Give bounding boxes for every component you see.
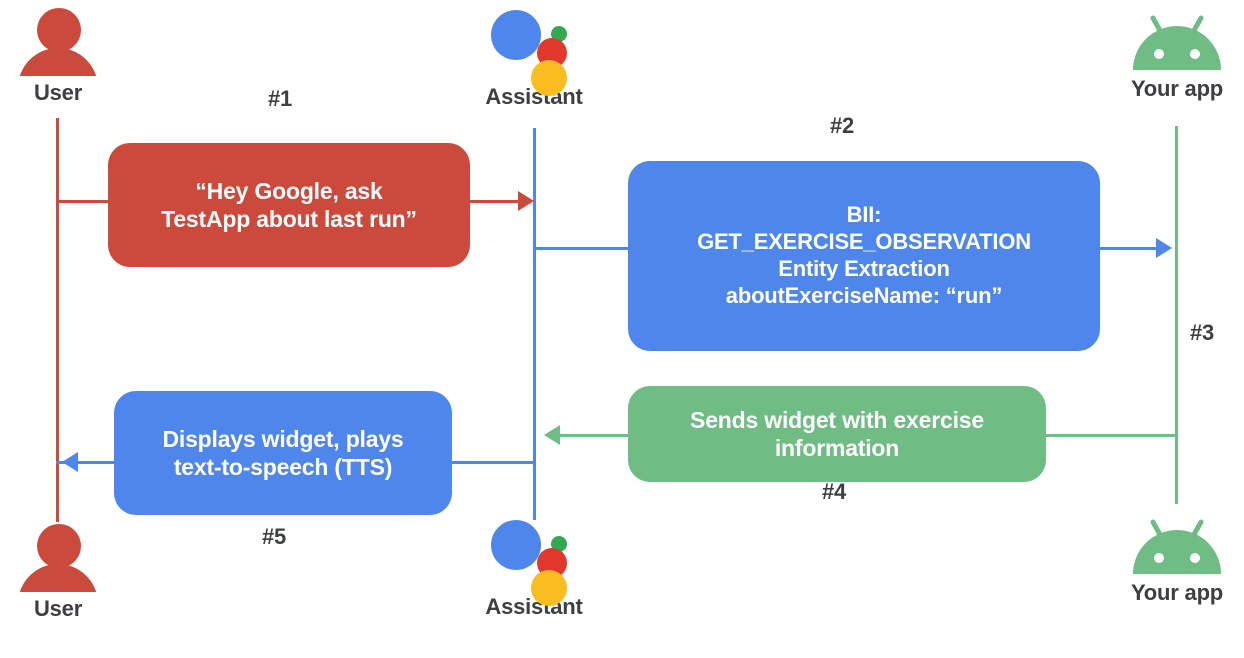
user-icon <box>18 8 98 76</box>
actor-label-user-top: User <box>33 80 83 105</box>
assistant-blue-dot-icon <box>491 10 541 60</box>
connector-step-1-right <box>462 200 524 203</box>
message-line: text-to-speech (TTS) <box>173 454 393 480</box>
lifeline-user <box>56 118 59 522</box>
assistant-yellow-dot-icon <box>531 60 567 96</box>
connector-step-2-left <box>533 247 633 250</box>
assistant-icon <box>491 8 577 96</box>
step-number-3: #3 <box>1190 320 1215 345</box>
actor-label-your-app-bottom: Your app <box>1130 580 1224 605</box>
lifeline-your-app <box>1175 126 1178 504</box>
message-box-step-4[interactable]: Sends widget with exercise information <box>628 386 1046 482</box>
assistant-blue-dot-icon <box>491 520 541 570</box>
message-line: “Hey Google, ask <box>195 177 383 204</box>
user-head-shape <box>37 524 81 568</box>
actor-your-app-top: Your app <box>1097 12 1244 100</box>
message-line: BII: <box>846 202 882 228</box>
connector-step-4-right <box>1044 434 1177 437</box>
actor-user-top: User <box>0 8 138 104</box>
actor-label-your-app-top: Your app <box>1130 76 1224 101</box>
message-line: Entity Extraction <box>778 256 950 281</box>
step-number-1: #1 <box>268 86 293 111</box>
message-line: information <box>774 435 900 461</box>
connector-step-3-right <box>1098 247 1160 250</box>
message-box-step-2[interactable]: BII: GET_EXERCISE_OBSERVATION Entity Ext… <box>628 161 1100 351</box>
actor-assistant-bottom: Assistant <box>454 518 614 618</box>
connector-step-1-left <box>56 200 116 203</box>
connector-step-5-left <box>56 461 116 464</box>
step-number-5: #5 <box>262 524 287 549</box>
assistant-yellow-dot-icon <box>531 570 567 606</box>
message-line: TestApp about last run” <box>161 206 417 232</box>
step-number-2: #2 <box>830 113 855 138</box>
message-box-step-1[interactable]: “Hey Google, ask TestApp about last run” <box>108 143 470 267</box>
android-icon <box>1127 516 1227 578</box>
arrowhead-step-1 <box>518 191 534 211</box>
message-line: Sends widget with exercise <box>690 406 984 433</box>
user-icon <box>18 524 98 592</box>
connector-step-4-left <box>560 434 632 437</box>
connector-step-5-right <box>452 461 535 464</box>
user-head-shape <box>37 8 81 52</box>
actor-assistant-top: Assistant <box>454 8 614 108</box>
message-line: aboutExerciseName: “run” <box>725 282 1003 308</box>
arrowhead-step-4 <box>544 425 560 445</box>
arrowhead-step-3 <box>1156 238 1172 258</box>
assistant-icon <box>491 518 577 606</box>
arrowhead-step-5 <box>62 452 78 472</box>
message-line: GET_EXERCISE_OBSERVATION <box>697 229 1031 255</box>
actor-your-app-bottom: Your app <box>1097 516 1244 604</box>
step-number-4: #4 <box>822 479 847 504</box>
message-line: Displays widget, plays <box>162 425 404 452</box>
actor-user-bottom: User <box>0 524 138 620</box>
lifeline-assistant <box>533 128 536 520</box>
actor-label-user-bottom: User <box>33 596 83 621</box>
android-icon <box>1127 12 1227 74</box>
message-box-step-5[interactable]: Displays widget, plays text-to-speech (T… <box>114 391 452 515</box>
